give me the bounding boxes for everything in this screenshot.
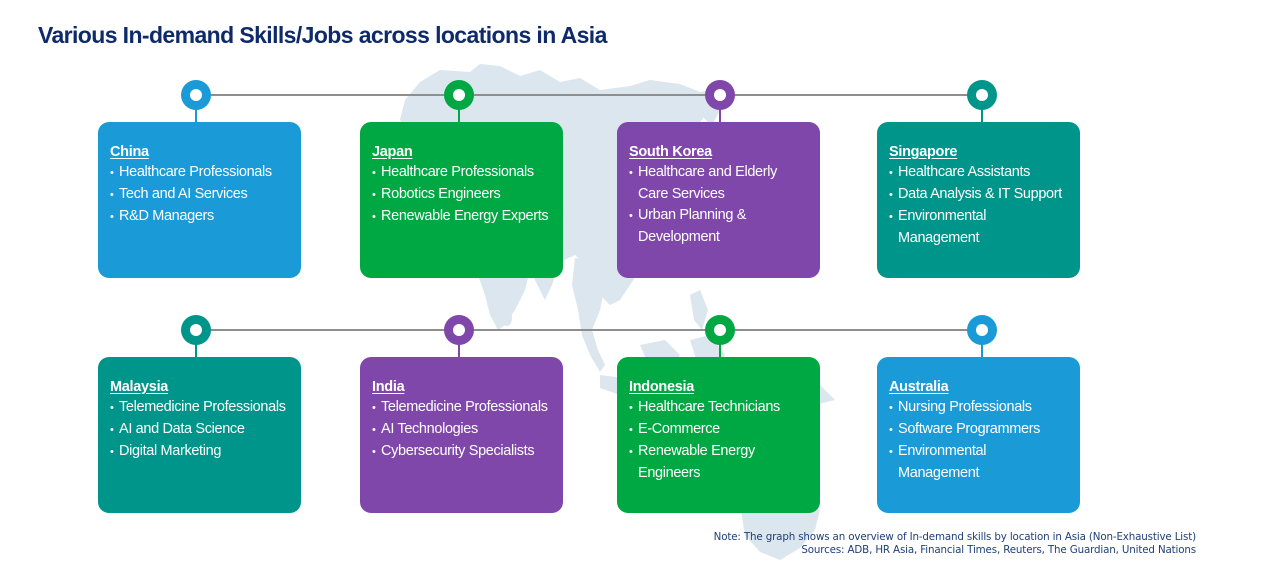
footer-note: Note: The graph shows an overview of In-… [714,531,1196,557]
country-name: China [110,144,149,160]
skill-item: Urban Planning & Development [629,205,810,248]
skill-item: Telemedicine Professionals [372,397,553,419]
skill-item: Tech and AI Services [110,184,291,206]
skill-item: Healthcare Assistants [889,162,1070,184]
country-name: Malaysia [110,379,169,395]
page-title: Various In-demand Skills/Jobs across loc… [38,22,607,48]
country-card-india: India Telemedicine Professionals AI Tech… [360,357,563,513]
note-text: Note: The graph shows an overview of In-… [713,531,1196,543]
skill-item: Healthcare Professionals [372,162,553,184]
pin-stem [981,108,983,122]
country-card-japan: Japan Healthcare Professionals Robotics … [360,122,563,278]
skills-list: Healthcare and Elderly Care Services Urb… [629,162,810,248]
country-card-australia: Australia Nursing Professionals Software… [877,357,1080,513]
skill-item: Data Analysis & IT Support [889,184,1070,206]
skill-item: Healthcare Professionals [110,162,291,184]
skill-item: Nursing Professionals [889,397,1070,419]
country-name: Indonesia [629,379,694,395]
skills-list: Healthcare Professionals Robotics Engine… [372,162,553,228]
location-pin-icon-japan [444,80,474,110]
pin-stem [195,108,197,122]
country-card-south-korea: South Korea Healthcare and Elderly Care … [617,122,820,278]
skill-item: Telemedicine Professionals [110,397,291,419]
country-card-singapore: Singapore Healthcare Assistants Data Ana… [877,122,1080,278]
skill-item: Renewable Energy Engineers [629,441,810,484]
pin-stem [719,343,721,357]
location-pin-icon-australia [967,315,997,345]
pin-stem [458,343,460,357]
skill-item: AI and Data Science [110,419,291,441]
country-name: India [372,379,405,395]
skills-list: Telemedicine Professionals AI Technologi… [372,397,553,463]
skill-item: Healthcare and Elderly Care Services [629,162,810,205]
pin-stem [719,108,721,122]
skills-list: Healthcare Professionals Tech and AI Ser… [110,162,291,228]
skill-item: Robotics Engineers [372,184,553,206]
country-card-indonesia: Indonesia Healthcare Technicians E-Comme… [617,357,820,513]
country-name: South Korea [629,144,712,160]
skill-item: Digital Marketing [110,441,291,463]
skill-item: Cybersecurity Specialists [372,441,553,463]
pin-stem [195,343,197,357]
skill-item: Healthcare Technicians [629,397,810,419]
skill-item: R&D Managers [110,206,291,228]
location-pin-icon-singapore [967,80,997,110]
skills-list: Nursing Professionals Software Programme… [889,397,1070,484]
country-card-malaysia: Malaysia Telemedicine Professionals AI a… [98,357,301,513]
timeline-line-row-1 [196,94,983,96]
location-pin-icon-malaysia [181,315,211,345]
location-pin-icon-south-korea [705,80,735,110]
skill-item: Software Programmers [889,419,1070,441]
country-name: Singapore [889,144,958,160]
timeline-line-row-2 [196,329,983,331]
sources-text: Sources: ADB, HR Asia, Financial Times, … [801,544,1196,556]
skills-list: Telemedicine Professionals AI and Data S… [110,397,291,463]
location-pin-icon-india [444,315,474,345]
skill-item: AI Technologies [372,419,553,441]
country-card-china: China Healthcare Professionals Tech and … [98,122,301,278]
pin-stem [458,108,460,122]
location-pin-icon-indonesia [705,315,735,345]
location-pin-icon-china [181,80,211,110]
skill-item: Renewable Energy Experts [372,206,553,228]
skill-item: Environmental Management [889,441,1070,484]
country-name: Australia [889,379,949,395]
country-name: Japan [372,144,413,160]
pin-stem [981,343,983,357]
skills-list: Healthcare Technicians E-Commerce Renewa… [629,397,810,484]
skills-list: Healthcare Assistants Data Analysis & IT… [889,162,1070,249]
skill-item: E-Commerce [629,419,810,441]
skill-item: Environmental Management [889,206,1070,249]
